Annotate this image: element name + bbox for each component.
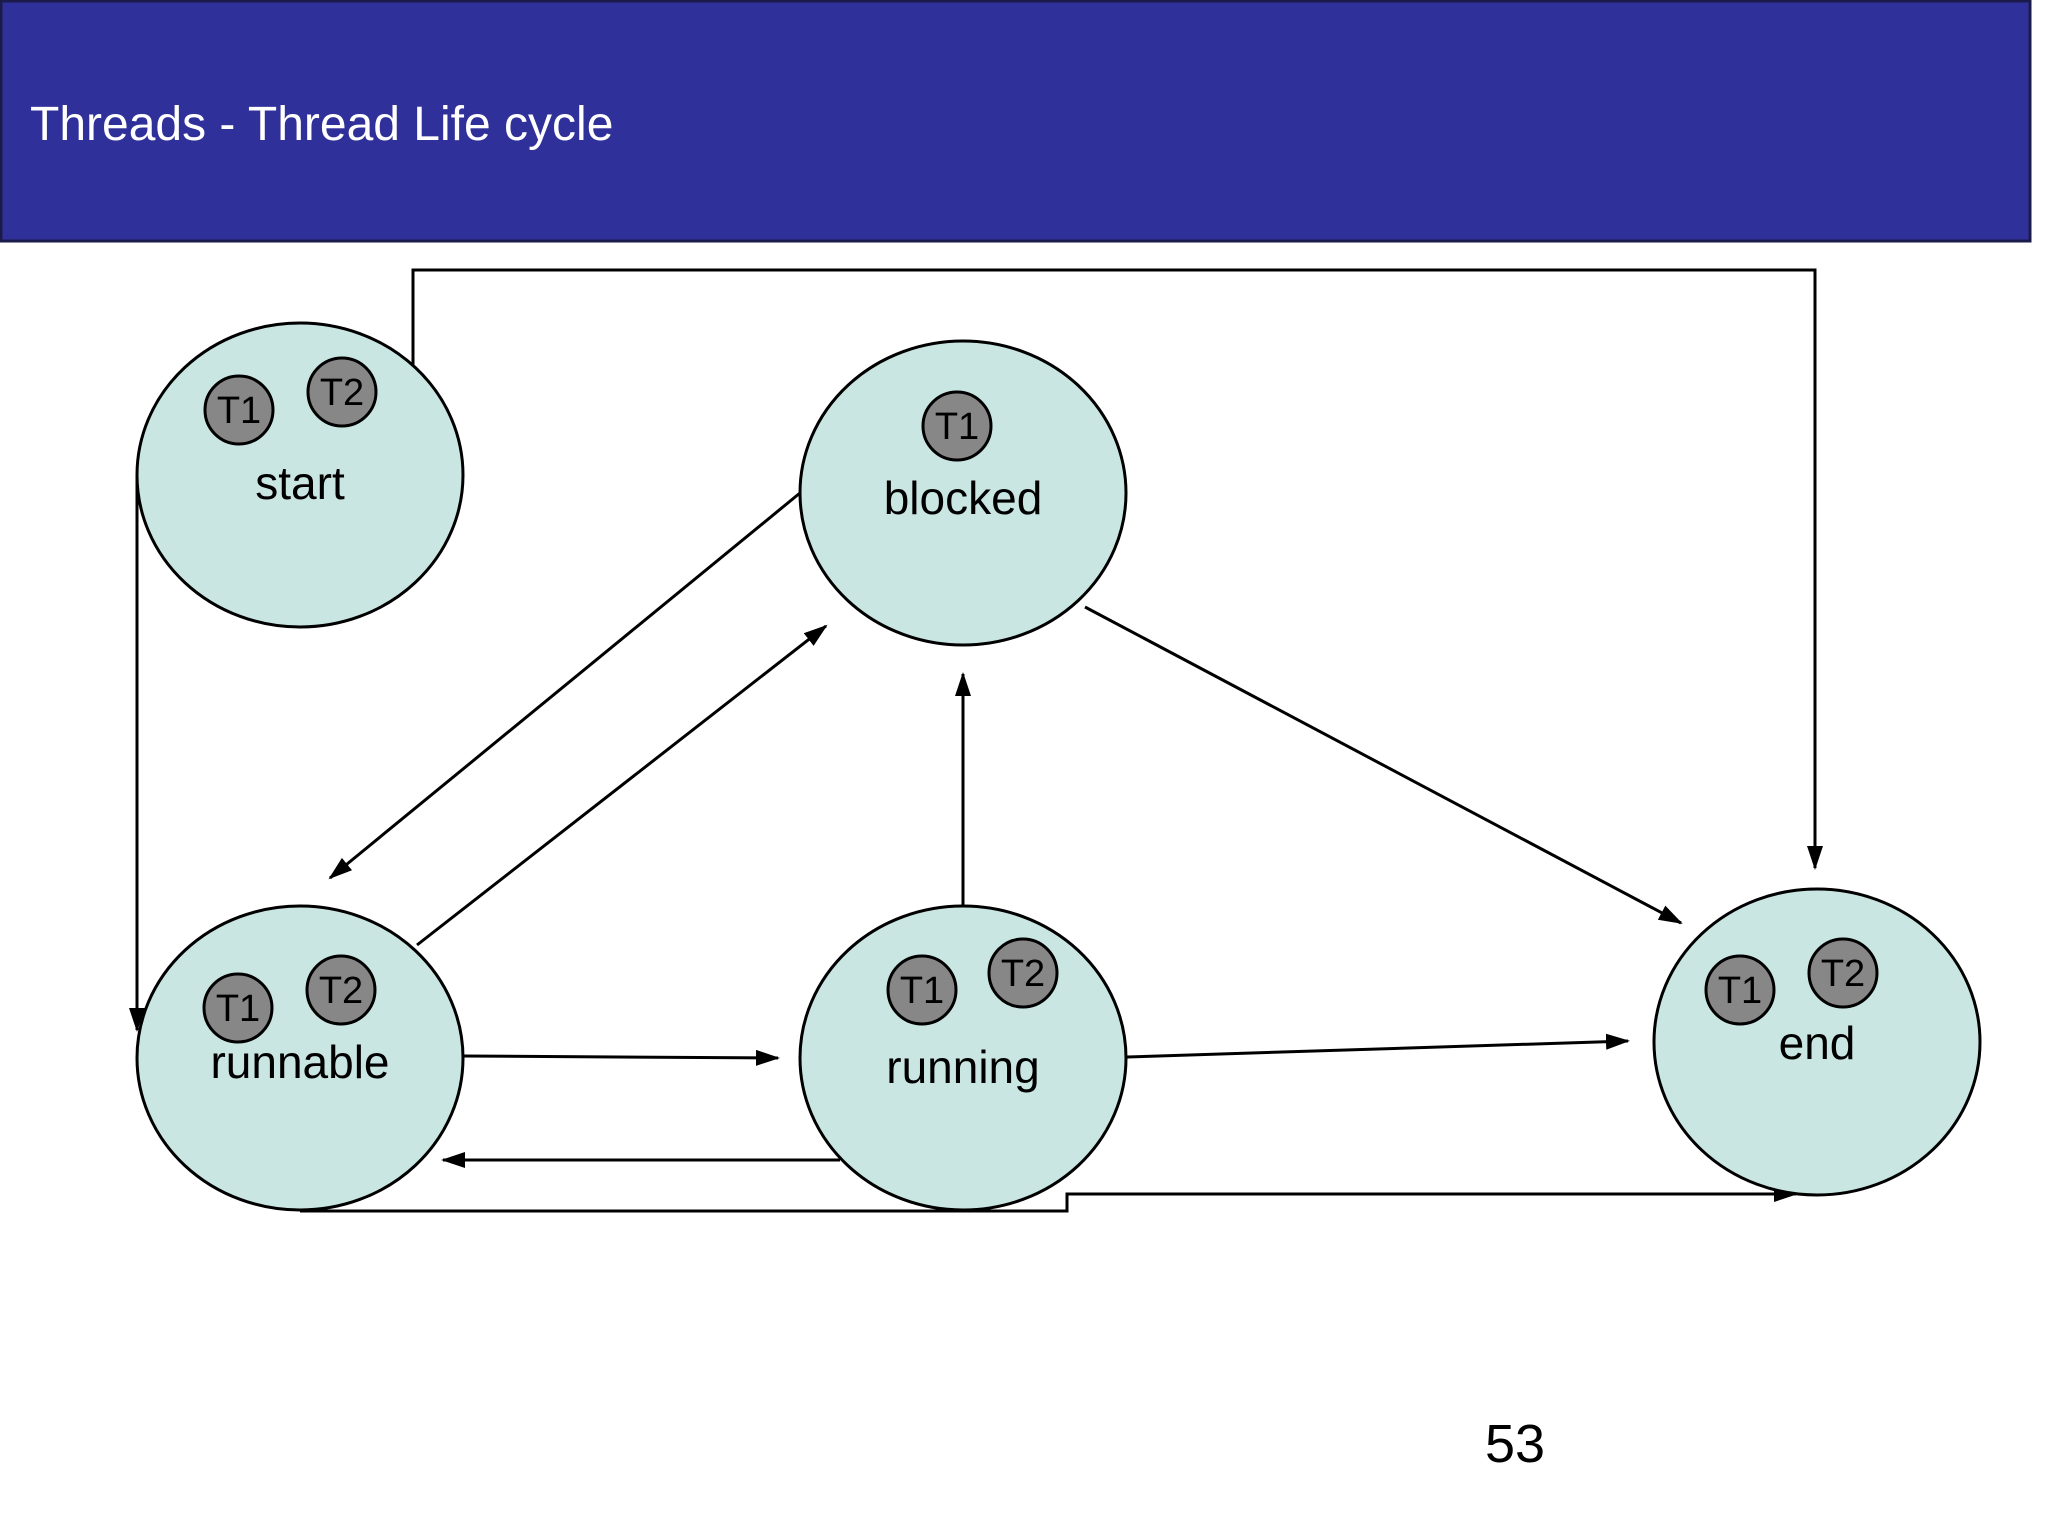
state-circle-blocked	[798, 339, 1128, 647]
node-runnable: T1 T2 runnable	[135, 904, 465, 1212]
thread-token-running-t1	[886, 954, 958, 1026]
page-number: 53	[1485, 1414, 1545, 1474]
state-label-blocked: blocked	[884, 472, 1043, 524]
diagram-edges	[129, 268, 1823, 1213]
edge-start-to-end-top	[411, 268, 1823, 870]
edge-runnable-to-running	[462, 1049, 780, 1066]
edge-blocked-to-runnable	[328, 491, 801, 880]
edge-running-to-end	[1126, 1033, 1630, 1059]
state-label-running: running	[886, 1041, 1039, 1093]
thread-token-runnable-t1	[202, 972, 274, 1044]
thread-token-start-t2	[306, 356, 378, 428]
node-end: T1 T2 end	[1652, 887, 1982, 1197]
thread-label-end-t1: T1	[1718, 970, 1762, 1012]
state-label-runnable: runnable	[210, 1036, 389, 1088]
thread-label-runnable-t2: T2	[319, 970, 363, 1012]
edge-runnable-to-end-bottom	[300, 1186, 1798, 1213]
thread-token-runnable-t2	[305, 954, 377, 1026]
state-label-end: end	[1779, 1017, 1856, 1069]
node-running: T1 T2 running	[798, 904, 1128, 1212]
node-start: T1 T2 start	[135, 321, 465, 629]
thread-label-running-t1: T1	[900, 970, 944, 1012]
edge-blocked-to-end	[1084, 605, 1683, 925]
thread-label-start-t2: T2	[320, 372, 364, 414]
slide-title: Threads - Thread Life cycle	[30, 98, 613, 151]
thread-label-end-t2: T2	[1821, 953, 1865, 995]
thread-token-blocked-t1	[921, 390, 993, 462]
title-bar	[0, 0, 2032, 243]
thread-label-running-t2: T2	[1001, 953, 1045, 995]
node-blocked: T1 blocked	[798, 339, 1128, 647]
thread-label-blocked-t1: T1	[935, 406, 979, 448]
state-label-start: start	[255, 457, 345, 509]
thread-label-runnable-t1: T1	[216, 988, 260, 1030]
thread-token-end-t2	[1807, 937, 1879, 1009]
thread-label-start-t1: T1	[217, 390, 261, 432]
thread-token-start-t1	[203, 374, 275, 446]
thread-token-running-t2	[987, 937, 1059, 1009]
edge-runnable-to-blocked	[416, 624, 828, 947]
thread-token-end-t1	[1704, 954, 1776, 1026]
